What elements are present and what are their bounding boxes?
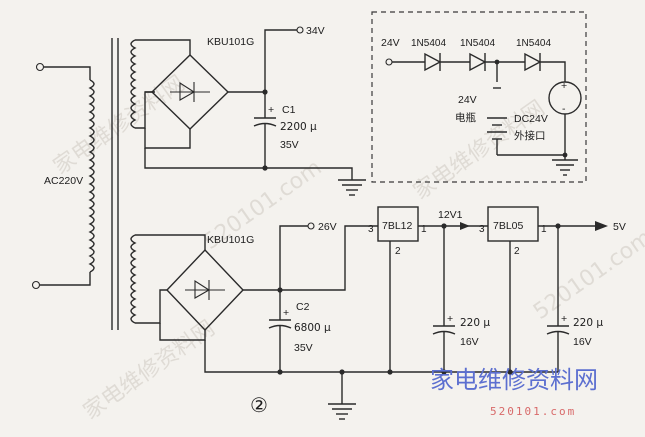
brand-url: 520101.com [490, 405, 576, 418]
ac-voltage-label: AC220V [44, 175, 83, 187]
bridge-rectifier-1: KBU101G [135, 36, 265, 149]
bridge1-label: KBU101G [207, 36, 254, 48]
bridge-rectifier-2: KBU101G [135, 234, 280, 341]
out-34v-label: 34V [306, 25, 325, 37]
battery-label: 电瓶 [455, 111, 476, 124]
svg-text:+: + [561, 313, 567, 325]
out-26v-terminal [307, 222, 315, 230]
c2-name: C2 [296, 301, 310, 313]
regulator-7bl12: 7BL12 3 1 2 12V1 [368, 206, 488, 372]
svg-text:2: 2 [395, 246, 401, 257]
c3-voltage: 16V [460, 336, 479, 348]
inset-24v-label: 24V [381, 37, 400, 49]
reg1-name: 7BL12 [382, 220, 413, 232]
svg-text:1: 1 [541, 224, 547, 235]
ground-rail [204, 340, 558, 420]
c2-voltage: 35V [294, 342, 313, 354]
c4-section: + 220 μ 16V [546, 226, 603, 372]
svg-text:3: 3 [479, 224, 485, 235]
regulator-7bl05: 7BL05 3 1 2 5V [479, 206, 626, 372]
diode1-label: 1N5404 [411, 38, 446, 49]
svg-text:+: + [268, 104, 274, 116]
diode3-label: 1N5404 [516, 38, 551, 49]
c3-section: + 220 μ 16V [432, 226, 490, 372]
dc-voltage-label: DC24V [514, 113, 548, 125]
svg-text:家电维修资料网: 家电维修资料网 [79, 316, 220, 425]
c4-voltage: 16V [573, 336, 592, 348]
diode2-label: 1N5404 [460, 38, 495, 49]
c3-value: 220 μ [460, 317, 490, 329]
svg-text:520101.com: 520101.com [529, 225, 645, 325]
svg-text:-: - [562, 103, 566, 115]
c1-value: 2200 μ [280, 121, 317, 133]
svg-text:家电维修资料网: 家电维修资料网 [49, 71, 190, 180]
inset-dc24v-box: 24V 1N5404 1N5404 1N5404 24V 电瓶 + - DC [371, 11, 587, 183]
c4-value: 220 μ [573, 317, 603, 329]
brand-text: 家电维修资料网 [430, 366, 598, 394]
transformer: AC220V [31, 38, 137, 330]
out-26v-label: 26V [318, 221, 337, 233]
ac-input-terminal-top [35, 62, 45, 72]
svg-text:1: 1 [421, 224, 427, 235]
c1-section: 34V + C1 2200 μ 35V [144, 25, 366, 196]
svg-text:3: 3 [368, 224, 374, 235]
ac-input-terminal-bottom [31, 280, 41, 290]
c1-voltage: 35V [280, 139, 299, 151]
bridge2-label: KBU101G [207, 234, 254, 246]
c2-section: 26V + C2 6800 μ 35V [268, 221, 378, 372]
rail-12v-label: 12V1 [438, 209, 463, 221]
svg-text:2: 2 [514, 246, 520, 257]
svg-text:+: + [283, 307, 289, 319]
out-34v-terminal [296, 26, 304, 34]
svg-text:+: + [447, 313, 453, 325]
svg-text:+: + [561, 80, 567, 92]
c2-value: 6800 μ [294, 322, 331, 334]
reg2-name: 7BL05 [493, 220, 524, 232]
dc-port-label: 外接口 [514, 129, 546, 142]
battery-voltage-label: 24V [458, 94, 477, 106]
c1-name: C1 [282, 104, 296, 116]
figure-number: ② [250, 393, 268, 417]
out-5v-label: 5V [613, 221, 626, 233]
brand-watermark: 家电维修资料网 520101.com [430, 366, 598, 418]
